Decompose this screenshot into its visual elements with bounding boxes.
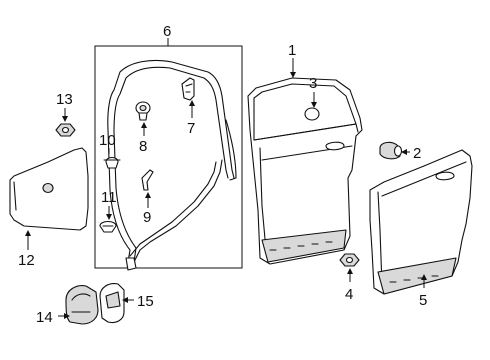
callout-13: 13 [56, 91, 73, 108]
callout-3: 3 [309, 75, 317, 92]
plug-part-3 [304, 107, 320, 121]
outer-door-panel-part-5 [369, 149, 473, 295]
callout-5: 5 [419, 292, 427, 309]
callout-13-arrow [62, 116, 68, 122]
callout-9-arrow [145, 192, 151, 198]
callout-7: 7 [187, 120, 195, 137]
nut-part-13-center [61, 126, 70, 134]
rear-door-skirt-holes [269, 241, 333, 251]
push-clip-part-10 [105, 156, 119, 169]
trim-part-14 [65, 285, 99, 325]
callout-7-arrow [189, 100, 195, 106]
trim-part-14-detail [71, 293, 91, 313]
clip-part-9 [141, 169, 154, 191]
sealing-sheet-edge [13, 181, 17, 211]
callout-1-arrow [290, 72, 296, 78]
clip-part-11 [99, 220, 117, 233]
callout-14: 14 [36, 309, 53, 326]
outer-panel-handle-recess [435, 171, 455, 181]
rear-door-shell-part-1 [247, 77, 363, 265]
callout-12: 12 [18, 252, 35, 269]
door-weatherstrip-lower [127, 159, 223, 263]
callout-2-arrow [401, 149, 407, 155]
grommet-part-8-center [139, 104, 147, 112]
callout-10: 10 [99, 132, 116, 149]
callout-11: 11 [101, 189, 117, 206]
callout-14-arrow [64, 313, 70, 319]
clip-part-7-detail [185, 83, 193, 93]
grommet-part-8-stem [138, 112, 148, 121]
callout-12-arrow [25, 230, 31, 236]
callout-4-arrow [347, 268, 353, 274]
trim-part-15-inner [105, 291, 121, 309]
outer-panel-edge [377, 161, 467, 287]
bumper-part-2-face [393, 145, 403, 157]
weatherstrip-end-tab [125, 257, 137, 271]
rear-door-beltline [253, 123, 359, 141]
door-weatherstrip-inner [113, 66, 229, 263]
outer-panel-lower-skirt [377, 257, 457, 295]
callout-15: 15 [137, 293, 154, 310]
callout-2: 2 [413, 145, 421, 162]
clip-part-7 [181, 77, 195, 101]
callout-9: 9 [143, 209, 151, 226]
outer-panel-skirt-holes [389, 275, 439, 283]
callout-11-arrow [106, 214, 112, 220]
callout-15-arrow [122, 297, 128, 303]
nut-part-4-center [345, 256, 354, 264]
callout-8-arrow [141, 122, 147, 128]
callout-4: 4 [345, 286, 353, 303]
callout-5-arrow [421, 274, 427, 280]
sealing-sheet-hole [42, 182, 54, 194]
callout-6: 6 [163, 23, 171, 40]
callout-8: 8 [139, 138, 147, 155]
rear-door-handle-recess [325, 141, 345, 151]
weatherstrip-rear-edge [225, 119, 237, 181]
door-weatherstrip-lower-inner [129, 161, 217, 257]
callout-3-arrow [311, 102, 317, 108]
callout-1: 1 [288, 42, 296, 59]
door-weatherstrip [107, 59, 235, 263]
